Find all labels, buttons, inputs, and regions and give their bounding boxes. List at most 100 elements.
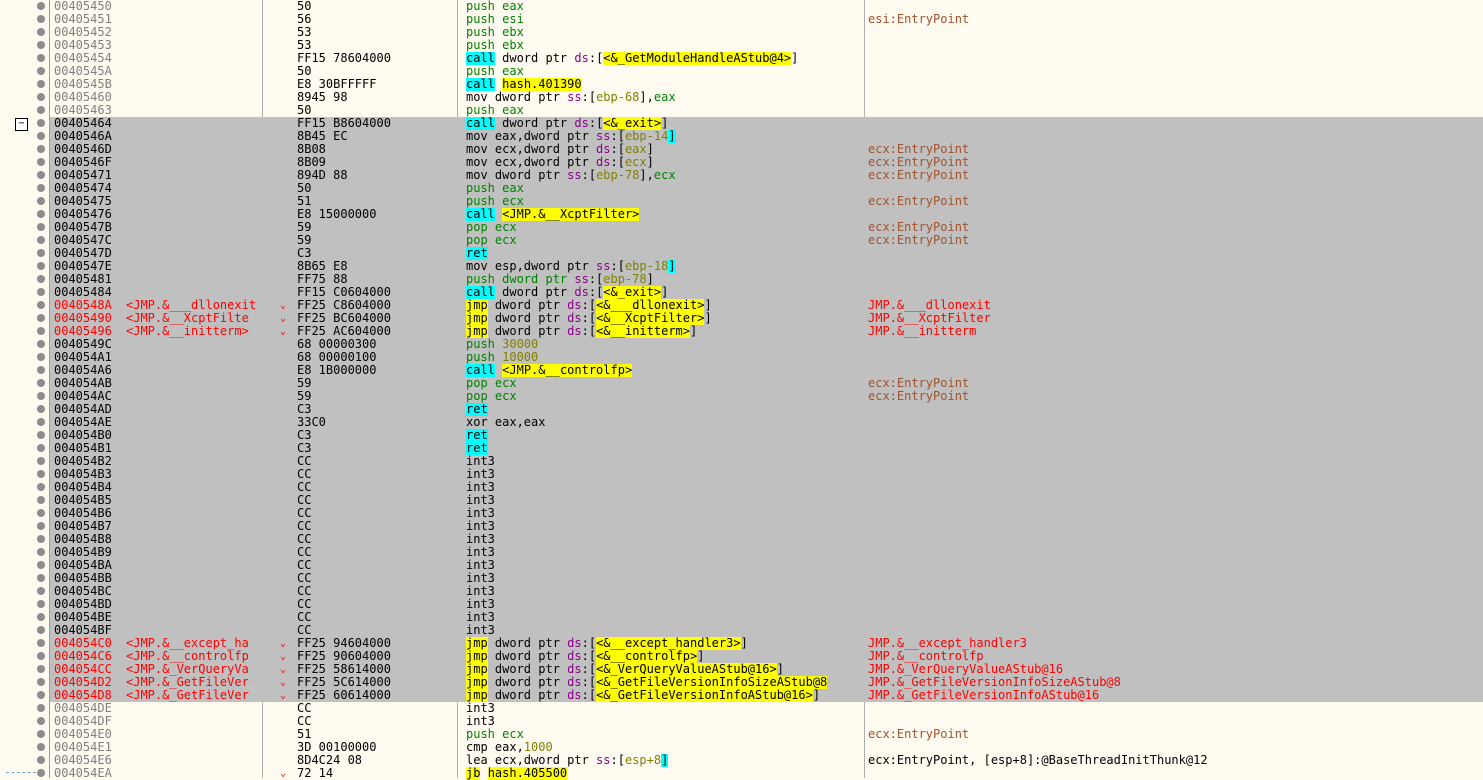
breakpoint-dot-icon[interactable] — [37, 353, 45, 361]
breakpoint-dot-icon[interactable] — [37, 444, 45, 452]
breakpoint-dot-icon[interactable] — [37, 613, 45, 621]
breakpoint-dot-icon[interactable] — [37, 54, 45, 62]
breakpoint-dot-icon[interactable] — [37, 197, 45, 205]
breakpoint-dot-icon[interactable] — [37, 639, 45, 647]
breakpoint-dot-icon[interactable] — [37, 691, 45, 699]
breakpoint-dot-icon[interactable] — [37, 405, 45, 413]
breakpoint-dot-icon[interactable] — [37, 600, 45, 608]
breakpoint-dot-icon[interactable] — [37, 457, 45, 465]
breakpoint-dot-icon[interactable] — [37, 171, 45, 179]
breakpoint-dot-icon[interactable] — [37, 587, 45, 595]
breakpoint-dot-icon[interactable] — [37, 210, 45, 218]
breakpoint-dot-icon[interactable] — [37, 522, 45, 530]
breakpoint-dot-icon[interactable] — [37, 431, 45, 439]
breakpoint-dot-icon[interactable] — [37, 678, 45, 686]
breakpoint-dot-icon[interactable] — [37, 275, 45, 283]
breakpoint-dot-icon[interactable] — [37, 652, 45, 660]
breakpoint-dot-icon[interactable] — [37, 15, 45, 23]
breakpoint-dot-icon[interactable] — [37, 132, 45, 140]
breakpoint-dot-icon[interactable] — [37, 470, 45, 478]
breakpoint-dot-icon[interactable] — [37, 301, 45, 309]
breakpoint-dot-icon[interactable] — [37, 561, 45, 569]
breakpoint-dot-icon[interactable] — [37, 626, 45, 634]
breakpoint-dot-icon[interactable] — [37, 80, 45, 88]
collapse-toggle[interactable]: − — [15, 118, 28, 131]
breakpoint-gutter[interactable] — [0, 0, 49, 778]
breakpoint-dot-icon[interactable] — [37, 288, 45, 296]
breakpoint-dot-icon[interactable] — [37, 769, 45, 777]
breakpoint-dot-icon[interactable] — [37, 223, 45, 231]
breakpoint-dot-icon[interactable] — [37, 93, 45, 101]
breakpoint-dot-icon[interactable] — [37, 743, 45, 751]
breakpoint-dot-icon[interactable] — [37, 145, 45, 153]
breakpoint-dot-icon[interactable] — [37, 184, 45, 192]
breakpoint-dot-icon[interactable] — [37, 392, 45, 400]
instruction-row[interactable]: 0040548A<JMP.&___dllonexit⌄FF25 C8604000… — [50, 299, 1483, 312]
breakpoint-dot-icon[interactable] — [37, 366, 45, 374]
breakpoint-dot-icon[interactable] — [37, 379, 45, 387]
breakpoint-dot-icon[interactable] — [37, 41, 45, 49]
breakpoint-dot-icon[interactable] — [37, 158, 45, 166]
breakpoint-dot-icon[interactable] — [37, 327, 45, 335]
breakpoint-dot-icon[interactable] — [37, 314, 45, 322]
breakpoint-dot-icon[interactable] — [37, 717, 45, 725]
breakpoint-dot-icon[interactable] — [37, 236, 45, 244]
breakpoint-dot-icon[interactable] — [37, 249, 45, 257]
breakpoint-dot-icon[interactable] — [37, 548, 45, 556]
breakpoint-dot-icon[interactable] — [37, 2, 45, 10]
breakpoint-dot-icon[interactable] — [37, 119, 45, 127]
breakpoint-dot-icon[interactable] — [37, 509, 45, 517]
breakpoint-dot-icon[interactable] — [37, 535, 45, 543]
breakpoint-dot-icon[interactable] — [37, 730, 45, 738]
breakpoint-dot-icon[interactable] — [37, 483, 45, 491]
breakpoint-dot-icon[interactable] — [37, 67, 45, 75]
breakpoint-dot-icon[interactable] — [37, 262, 45, 270]
